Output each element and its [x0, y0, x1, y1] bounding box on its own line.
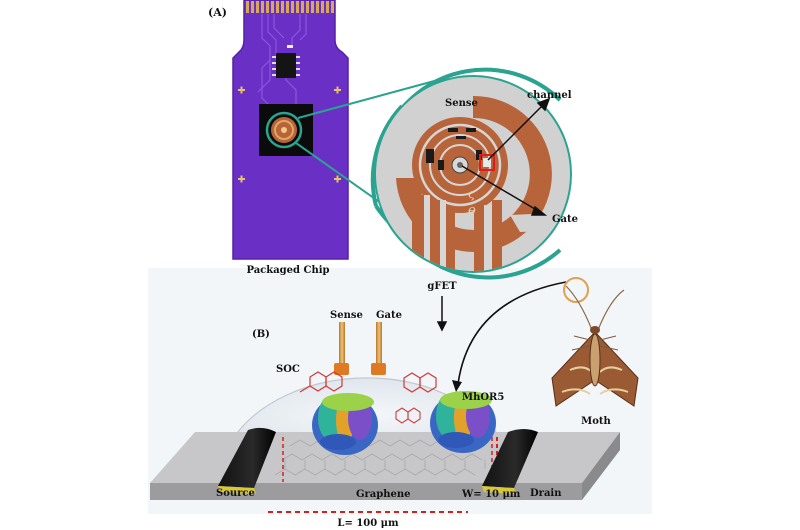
magnified-arrows	[461, 97, 551, 216]
die-engraving: ϛ	[468, 187, 476, 202]
panel-b: (B)	[150, 277, 639, 529]
magnified-gfet-view: ϛ ɵ	[370, 67, 572, 280]
width-label: W= 10 μm	[461, 489, 521, 500]
gfet-to-device-arrow	[436, 296, 448, 332]
length-label: L= 100 μm	[337, 518, 399, 529]
chip-caption: Packaged Chip	[246, 265, 329, 276]
gate-probe	[371, 322, 386, 375]
sense-label-a: Sense	[445, 98, 478, 109]
gate-label-b: Gate	[376, 310, 402, 321]
antenna-highlight	[563, 277, 589, 303]
drain-electrode	[482, 429, 538, 494]
drain-label: Drain	[530, 488, 562, 499]
sense-label-b: Sense	[330, 310, 363, 321]
packaged-chip	[232, 0, 349, 260]
sense-probe	[334, 322, 349, 375]
receptor-protein-right	[430, 391, 496, 453]
panel-b-label: (B)	[252, 329, 270, 340]
small-ic	[272, 53, 300, 78]
moth-illustration	[551, 277, 639, 407]
channel-label: channel	[527, 90, 572, 101]
gate-label-a: Gate	[552, 214, 578, 225]
graphene-label: Graphene	[356, 489, 411, 500]
source-label: Source	[216, 488, 255, 499]
source-electrode	[218, 427, 276, 494]
die-engraving-2: ɵ	[468, 203, 476, 218]
smd-component	[287, 45, 293, 48]
moth-to-receptor-arrow	[452, 281, 567, 392]
panel-a: (A)	[208, 0, 578, 332]
moth-label: Moth	[581, 416, 611, 427]
soc-molecule-2	[403, 372, 437, 393]
receptor-label: MhOR5	[462, 392, 504, 403]
connector-pins	[246, 1, 334, 13]
receptor-protein-left	[312, 393, 378, 455]
soc-molecule	[299, 371, 343, 393]
sensor-die	[265, 111, 303, 149]
gfet-label: gFET	[427, 281, 457, 292]
panel-a-label: (A)	[208, 6, 227, 19]
soc-molecule-3	[395, 407, 421, 424]
soc-label: SOC	[276, 364, 300, 375]
mounting-marks	[238, 86, 341, 183]
